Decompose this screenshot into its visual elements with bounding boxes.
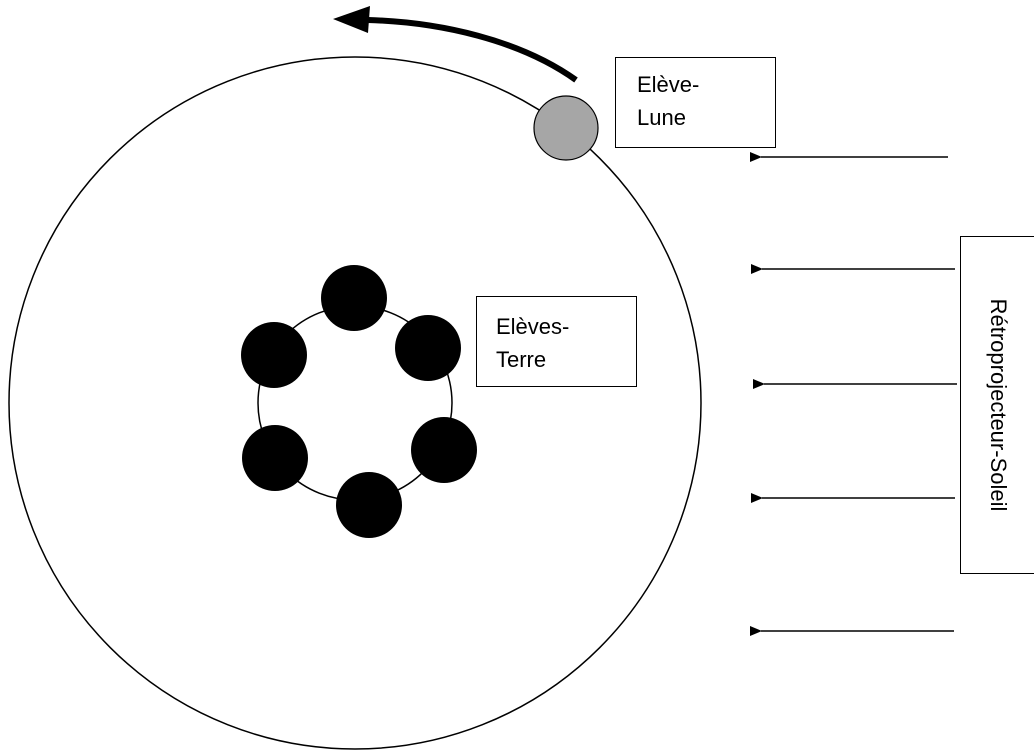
earth-students-label: Elèves- Terre (476, 296, 637, 387)
sunlight-arrows (750, 152, 957, 636)
earth-label-line-2: Terre (496, 347, 547, 372)
earth-student-top-left (241, 322, 307, 388)
earth-students (241, 265, 477, 538)
earth-label-line-1: Elèves- (496, 314, 570, 339)
earth-student-bottom (336, 472, 402, 538)
earth-student-top (321, 265, 387, 331)
earth-student-bottom-right (411, 417, 477, 483)
sun-projector-text: Rétroprojecteur-Soleil (986, 298, 1011, 512)
earth-student-top-right (395, 315, 461, 381)
moon-student-label: Elève- Lune (615, 57, 776, 148)
moon-label-line-1: Elève- (637, 72, 700, 97)
sun-projector-label: Rétroprojecteur-Soleil (960, 236, 1034, 574)
moon-orbit-circle (8, 56, 702, 750)
moon-label-line-2: Lune (637, 105, 686, 130)
earth-student-bottom-left (242, 425, 308, 491)
moon-student (533, 95, 599, 161)
orbit-direction-arrow (333, 6, 578, 83)
